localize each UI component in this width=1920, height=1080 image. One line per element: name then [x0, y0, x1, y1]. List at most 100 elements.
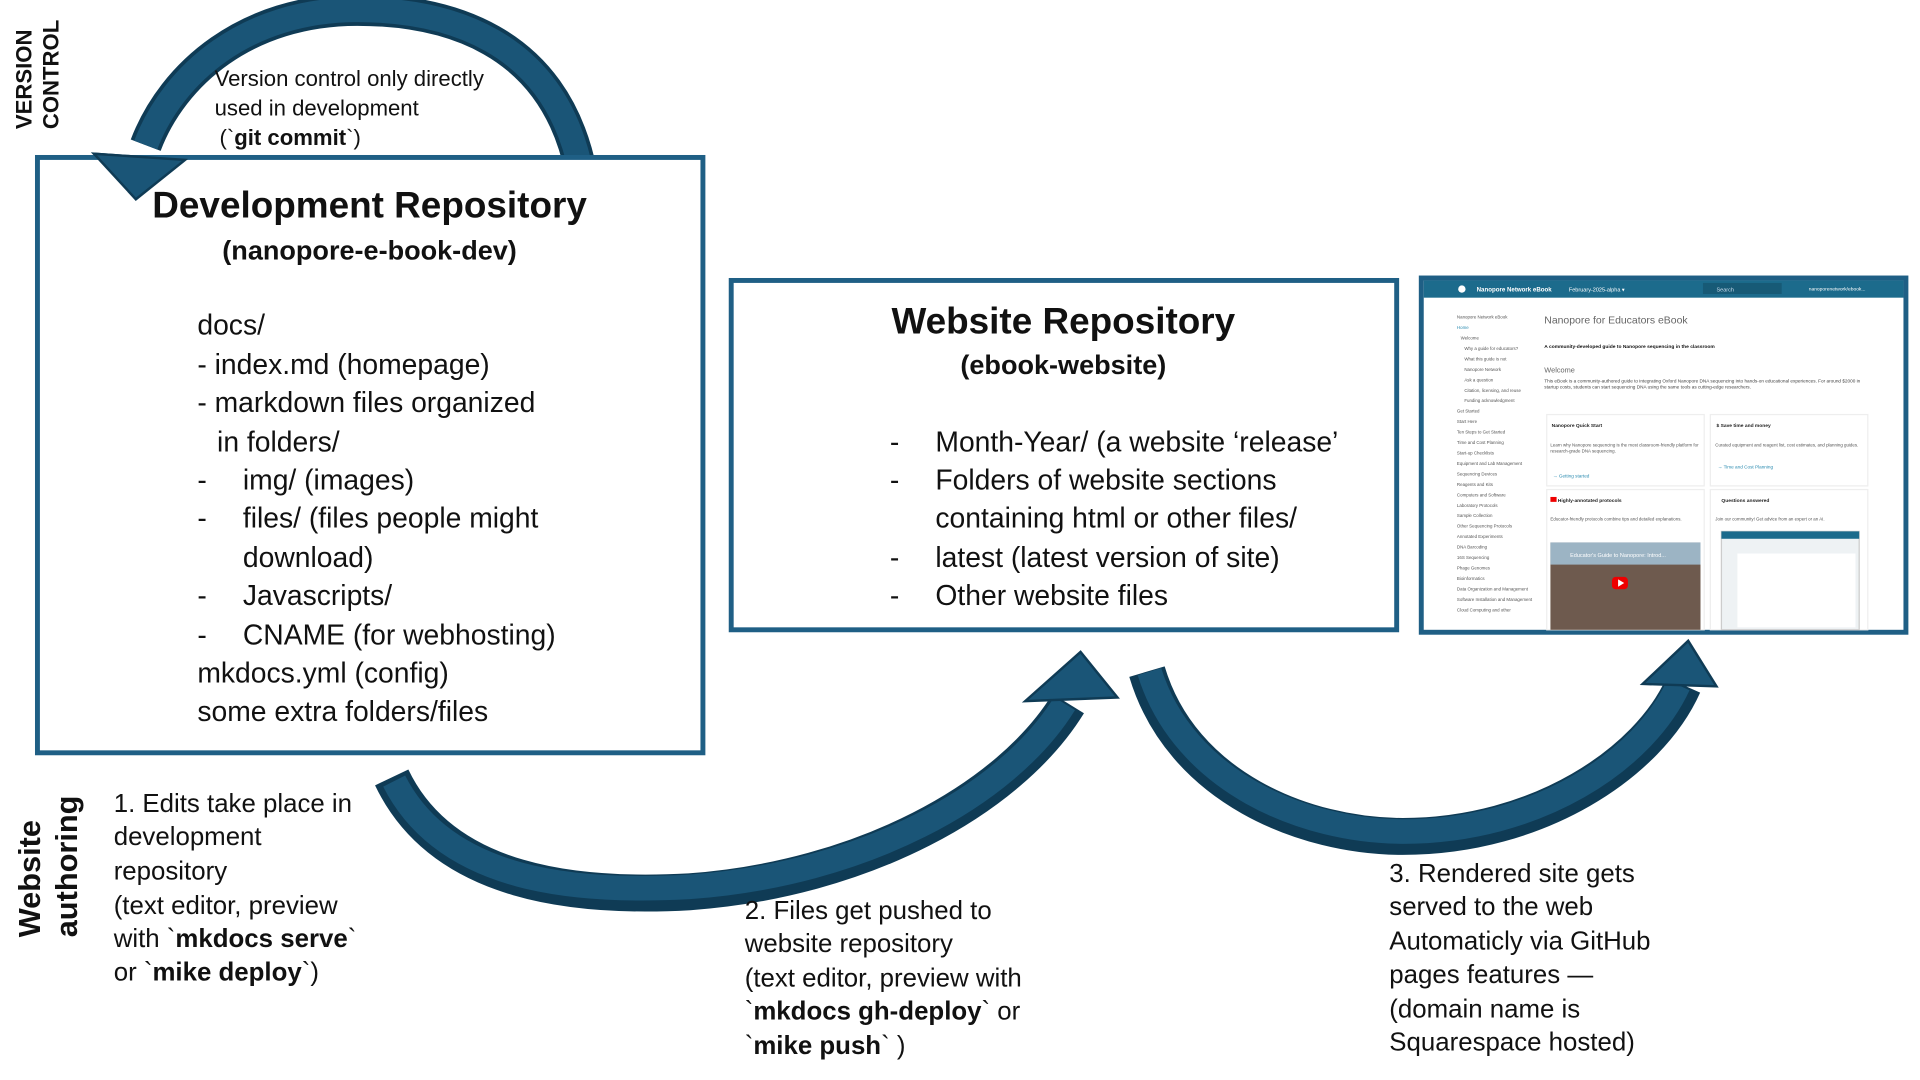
site-nav-item: Sample Collection [1457, 513, 1493, 518]
web-repo-title: Website Repository [891, 300, 1235, 341]
site-page-title: Nanopore for Educators eBook [1544, 316, 1688, 327]
bullet: - [890, 541, 899, 573]
site-nav-item: What this guide is not [1464, 356, 1507, 361]
repo-link: nanoporenetwork/ebook... [1809, 286, 1866, 292]
file-line: img/ (images) [243, 464, 414, 496]
site-nav-item: Cloud Computing and other [1457, 607, 1511, 612]
caption-line: (text editor, preview [114, 892, 338, 920]
file-line: - index.md (homepage) [197, 348, 489, 380]
file-line: docs/ [197, 309, 265, 341]
web-repo-item: latest (latest version of site) [935, 541, 1279, 573]
web-repo-contents: - Month-Year/ (a website ‘release’ - Fol… [890, 425, 1338, 611]
dev-repo-title: Development Repository [152, 185, 587, 226]
web-repo-item: Other website files [935, 579, 1168, 611]
website-screenshot: Nanopore Network eBook February-2025-alp… [1418, 275, 1909, 635]
caption-line: Squarespace hosted) [1389, 1028, 1635, 1056]
bullet: - [890, 425, 899, 457]
card-title: Nanopore Quick Start [1552, 423, 1603, 429]
caption-line: 2. Files get pushed to [745, 897, 992, 925]
arrow-head [1021, 650, 1120, 703]
caption-line: 3. Rendered site gets [1389, 860, 1635, 888]
site-cards: Nanopore Quick Start $ Save time and mon… [1546, 413, 1869, 631]
version-control-label: VERSION CONTROL [11, 20, 63, 129]
site-search-box [1702, 282, 1782, 294]
version-note: Version control only directly used in de… [215, 66, 485, 150]
site-nav-item: Funding acknowledgment [1464, 398, 1515, 403]
caption-line: repository [114, 857, 227, 885]
site-nav-item: Reagents and Kits [1457, 482, 1494, 487]
bullet: - [890, 579, 899, 611]
site-nav-item: Bioinformatics [1457, 576, 1485, 581]
file-line: in folders/ [217, 425, 340, 457]
note-line: Version control only directly [215, 66, 485, 91]
site-nav-item: Software Installation and Management [1457, 597, 1533, 602]
arrow-body-highlight [134, 0, 594, 175]
site-nav-item: Other Sequencing Protocols [1457, 524, 1513, 529]
site-nav-item: Equipment and Lab Management [1457, 461, 1523, 466]
caption-line: 1. Edits take place in [114, 790, 352, 818]
card-link: → Time and Cost Planning [1718, 465, 1774, 470]
site-nav-item: Nanopore Network [1464, 367, 1502, 372]
file-line: Javascripts/ [243, 579, 392, 611]
site-nav-item: Data Organization and Management [1457, 586, 1529, 591]
arrow-body-highlight [1137, 667, 1690, 844]
site-nav-item: Home [1457, 325, 1469, 330]
card-body: Join our community! Get advice from an e… [1715, 516, 1825, 522]
bullet: - [197, 579, 206, 611]
push-arrow [375, 650, 1120, 912]
site-nav-item: Start Here [1457, 419, 1478, 424]
card-title: Highly-annotated protocols [1558, 498, 1622, 504]
step-2-caption: 2. Files get pushed to website repositor… [744, 897, 1022, 1060]
card-body: Educator-friendly protocols combine tips… [1550, 516, 1682, 522]
card-title: $ Save time and money [1716, 423, 1771, 429]
site-nav-item: Annotated Experiments [1457, 534, 1504, 539]
bullet: - [890, 464, 899, 496]
caption-line: website repository [744, 930, 953, 958]
site-nav-item: Citation, licensing, and reuse [1464, 388, 1521, 393]
dev-repo-subtitle: (nanopore-e-book-dev) [222, 236, 517, 266]
version-selector: February-2025-alpha ▾ [1569, 288, 1625, 294]
file-line: mkdocs.yml (config) [197, 657, 448, 689]
card-body: Curated equipment and reagent list, cost… [1715, 442, 1859, 448]
note-line: used in development [215, 96, 419, 121]
dev-repo-contents: docs/ - index.md (homepage) - markdown f… [197, 309, 555, 727]
caption-line: or `mike deploy`) [114, 958, 319, 986]
development-repository-box: Development Repository (nanopore-e-book-… [34, 152, 706, 756]
side-label-line: VERSION [11, 30, 36, 130]
site-nav-item: Nanopore Network eBook [1457, 315, 1508, 320]
site-nav-item: 16S Sequencing [1457, 555, 1490, 560]
caption-line: (domain name is [1389, 995, 1580, 1023]
file-line: - markdown files organized [197, 386, 535, 418]
site-nav-item: Ask a question [1464, 377, 1493, 382]
step-1-caption: 1. Edits take place in development repos… [113, 790, 357, 987]
site-nav-item: Why a guide for educators? [1464, 346, 1518, 351]
website-authoring-label: Website authoring [12, 796, 84, 938]
youtube-icon [1550, 496, 1557, 502]
site-nav-item: Start-up Checklists [1457, 451, 1495, 456]
web-repo-item: Month-Year/ (a website ‘release’ [935, 425, 1338, 457]
bullet: - [197, 464, 206, 496]
file-line: files/ (files people might [243, 502, 539, 534]
web-repo-subtitle: (ebook-website) [960, 350, 1166, 380]
search-placeholder: Search [1716, 288, 1733, 294]
site-logo-icon [1458, 285, 1466, 293]
side-label-line: authoring [49, 796, 84, 938]
site-nav-item: Computers and Software [1457, 492, 1506, 497]
site-nav-item: Time and Cost Planning [1457, 440, 1504, 445]
site-nav-item: Welcome [1461, 335, 1480, 340]
caption-line: `mkdocs gh-deploy` or [745, 998, 1021, 1026]
card-body: Learn why Nanopore sequencing is the mos… [1550, 442, 1699, 454]
bullet: - [197, 619, 206, 651]
arrow-head [1639, 638, 1719, 688]
site-nav-item: Ten Steps to Get Started [1457, 430, 1506, 435]
caption-line: `mike push` ) [745, 1032, 906, 1060]
site-intro: This eBook is a community-authored guide… [1544, 378, 1861, 391]
caption-line: pages features — [1389, 961, 1593, 989]
card-link: → Getting started [1553, 473, 1590, 478]
file-line: CNAME (for webhosting) [243, 619, 556, 651]
side-label-line: CONTROL [38, 20, 63, 129]
caption-line: with `mkdocs serve` [113, 925, 357, 953]
video-title: Educator's Guide to Nanopore: Introd... [1570, 553, 1666, 559]
side-label-line: Website [12, 820, 47, 937]
